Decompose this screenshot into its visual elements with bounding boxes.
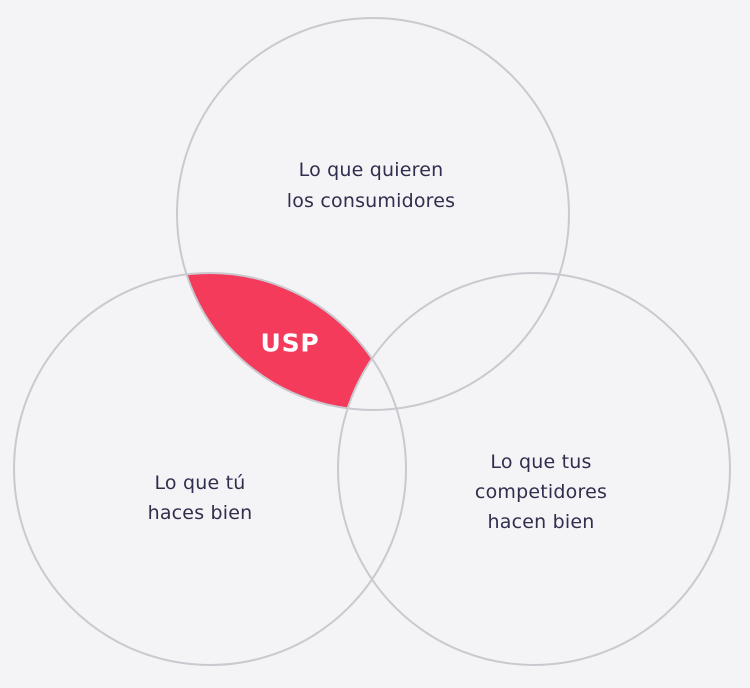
consumers-label-line-1: Lo que quieren [298,159,444,181]
competitors-circle-outline [337,272,731,666]
you-circle-outline [13,272,407,666]
you-circle-label: Lo que tú haces bien [148,468,253,528]
competitors-label-line-2: competidores [474,481,608,503]
competitors-label-line-1: Lo que tus [490,451,592,473]
consumers-label-line-2: los consumidores [286,190,456,212]
competitors-circle-fill [338,273,730,665]
competitors-label-line-3: hacen bien [487,511,595,533]
consumers-circle-outline [176,17,570,411]
competitors-circle-label: Lo que tus competidores hacen bien [475,447,607,537]
usp-intersection-region [177,273,406,410]
you-label-line-2: haces bien [147,502,253,524]
consumers-circle-label: Lo que quieren los consumidores [287,155,456,217]
usp-intersection-label: USP [260,328,320,358]
you-label-line-1: Lo que tú [154,472,246,494]
